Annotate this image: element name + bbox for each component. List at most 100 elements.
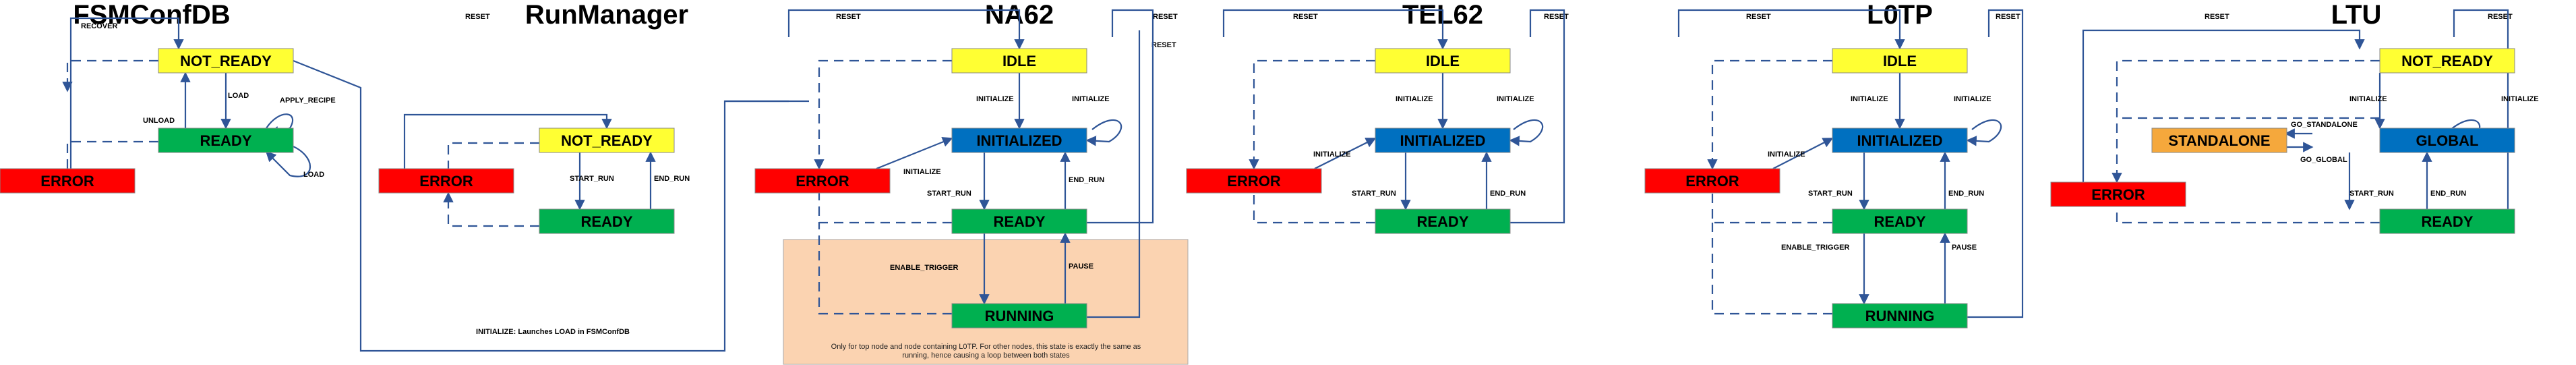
- edge-label-reset: RESET: [2488, 13, 2513, 21]
- edge-label-reset-right: RESET: [1151, 41, 1176, 49]
- edge-label-initialize-loop: INITIALIZE: [2501, 95, 2539, 103]
- state-error: [1644, 168, 1780, 194]
- edge-long-connector: [293, 59, 809, 352]
- edge-label-start-run: START_RUN: [1352, 190, 1396, 198]
- edge-dashed: [1249, 59, 1375, 170]
- edge-dashed: [66, 140, 158, 169]
- state-not-ready-label: NOT_READY: [2401, 53, 2493, 69]
- state-running-label: RUNNING: [985, 308, 1054, 325]
- state-error: [1186, 168, 1322, 194]
- edge-reset-left: [1677, 9, 1905, 50]
- state-initialized: [1832, 128, 1968, 153]
- diagram-title: FSMConfDB: [73, 0, 230, 30]
- edge-label-pause: PAUSE: [1069, 262, 1094, 271]
- edge-label-reset: RESET: [465, 13, 490, 21]
- edge-label-start-run: START_RUN: [2349, 190, 2394, 198]
- state-error-label: ERROR: [419, 173, 473, 190]
- state-ready-label: READY: [1874, 213, 1925, 230]
- edge-label-initialize-error: INITIALIZE: [903, 168, 941, 176]
- edge-reset-left: [787, 9, 1025, 50]
- state-initialized-label: INITIALIZED: [1400, 132, 1485, 149]
- state-error-label: ERROR: [1227, 173, 1281, 190]
- state-ready: [1832, 208, 1968, 234]
- state-initialized-label: INITIALIZED: [976, 132, 1062, 149]
- state-error: [754, 168, 891, 194]
- edge-apply-recipe: [266, 113, 294, 136]
- running-note: Only for top node and node containing L0…: [831, 343, 1141, 360]
- edge-label-initialize-loop: INITIALIZE: [1072, 95, 1110, 103]
- state-standalone: [2151, 128, 2287, 153]
- state-running: [1832, 303, 1968, 329]
- state-error-label: ERROR: [40, 173, 94, 190]
- diagram-tel62: TEL62 RESET RESET IDLE INITIALIZED ERROR…: [1186, 0, 1569, 234]
- state-ready: [1375, 208, 1511, 234]
- edge-reset-left: [2082, 29, 2365, 182]
- edge-dashed: [2111, 59, 2380, 184]
- state-not-ready-label: NOT_READY: [180, 53, 272, 69]
- state-standalone-label: STANDALONE: [2168, 132, 2270, 149]
- edge-label-unload: UNLOAD: [143, 117, 175, 125]
- edge-reset-left: [1222, 9, 1448, 50]
- state-error: [0, 168, 136, 194]
- state-idle: [951, 48, 1087, 74]
- edge-dashed: [447, 142, 539, 169]
- edge-initialize-error: [1314, 138, 1377, 169]
- state-ready: [2379, 208, 2515, 234]
- edge-initialize-loop: [1085, 119, 1122, 146]
- edge-dashed: [818, 223, 952, 315]
- state-idle-label: IDLE: [1426, 53, 1460, 69]
- state-not-ready-label: NOT_READY: [561, 132, 653, 149]
- state-running-label: RUNNING: [1865, 308, 1935, 325]
- edge-label-reset: RESET: [1153, 13, 1178, 21]
- edge-reset: [403, 113, 612, 169]
- edge-load-loop: [265, 144, 311, 177]
- edge-label-reset: RESET: [836, 13, 861, 21]
- edge-label-enable-trigger: ENABLE_TRIGGER: [1781, 244, 1850, 252]
- edge-label-reset: RESET: [2205, 13, 2229, 21]
- edge-label-reset: RESET: [1746, 13, 1771, 21]
- diagram-na62: NA62 RESET RESET RESET Only for top node…: [725, 0, 1189, 365]
- running-note-text: Only for top node and node containing L0…: [831, 343, 1141, 360]
- edge-label-end-run: END_RUN: [1490, 190, 1526, 198]
- edge-initialize-error: [1772, 138, 1834, 169]
- state-initialized: [951, 128, 1087, 153]
- state-ready-label: READY: [580, 213, 632, 230]
- state-ready: [158, 128, 294, 153]
- state-ready-label: READY: [2421, 213, 2473, 230]
- edge-label-end-run: END_RUN: [1948, 190, 1984, 198]
- diagram-ltu: LTU RESET RESET NOT_READY STANDALONE GLO…: [2050, 0, 2539, 234]
- state-initialized: [1375, 128, 1511, 153]
- diagram-fsmconfdb: FSMConfDB NOT_READY READY ERROR RECOVER …: [0, 0, 809, 352]
- edge-label-apply-recipe: APPLY_RECIPE: [280, 96, 336, 105]
- edge-label-recover: RECOVER: [81, 22, 117, 30]
- edge-initialize-error: [876, 137, 953, 170]
- edge-label-initialize-error: INITIALIZE: [1768, 150, 1805, 159]
- edge-label-initialize-error: INITIALIZE: [1313, 150, 1351, 159]
- state-ready-label: READY: [200, 132, 251, 149]
- edge-reset-right: [1967, 9, 2024, 318]
- edge-dashed: [1707, 59, 1832, 170]
- state-idle: [1832, 48, 1968, 74]
- state-ready: [539, 208, 675, 234]
- state-not-ready: [158, 48, 294, 74]
- edge-dashed: [1253, 193, 1375, 224]
- edge-label-initialize-loop: INITIALIZE: [1497, 95, 1534, 103]
- edge-recover: [69, 17, 184, 169]
- state-initialized-label: INITIALIZED: [1857, 132, 1942, 149]
- edge-initialize-loop: [1509, 119, 1544, 146]
- edge-label-initialize: INITIALIZE: [2349, 95, 2387, 103]
- edge-label-end-run: END_RUN: [1069, 176, 1104, 184]
- state-ready: [951, 208, 1087, 234]
- edge-label-pause: PAUSE: [1952, 244, 1977, 252]
- state-error-label: ERROR: [796, 173, 849, 190]
- edge-label-reset: RESET: [1293, 13, 1318, 21]
- edge-dashed: [62, 59, 158, 92]
- edge-label-initialize-loop: INITIALIZE: [1954, 95, 1991, 103]
- edge-reset-right: [1510, 9, 1565, 224]
- edge-label-end-run: END_RUN: [654, 175, 690, 183]
- edge-label-reset: RESET: [1544, 13, 1569, 21]
- state-ready-label: READY: [1416, 213, 1468, 230]
- edge-reset-right-outer: [1087, 30, 1141, 318]
- edge-label-start-run: START_RUN: [570, 175, 614, 183]
